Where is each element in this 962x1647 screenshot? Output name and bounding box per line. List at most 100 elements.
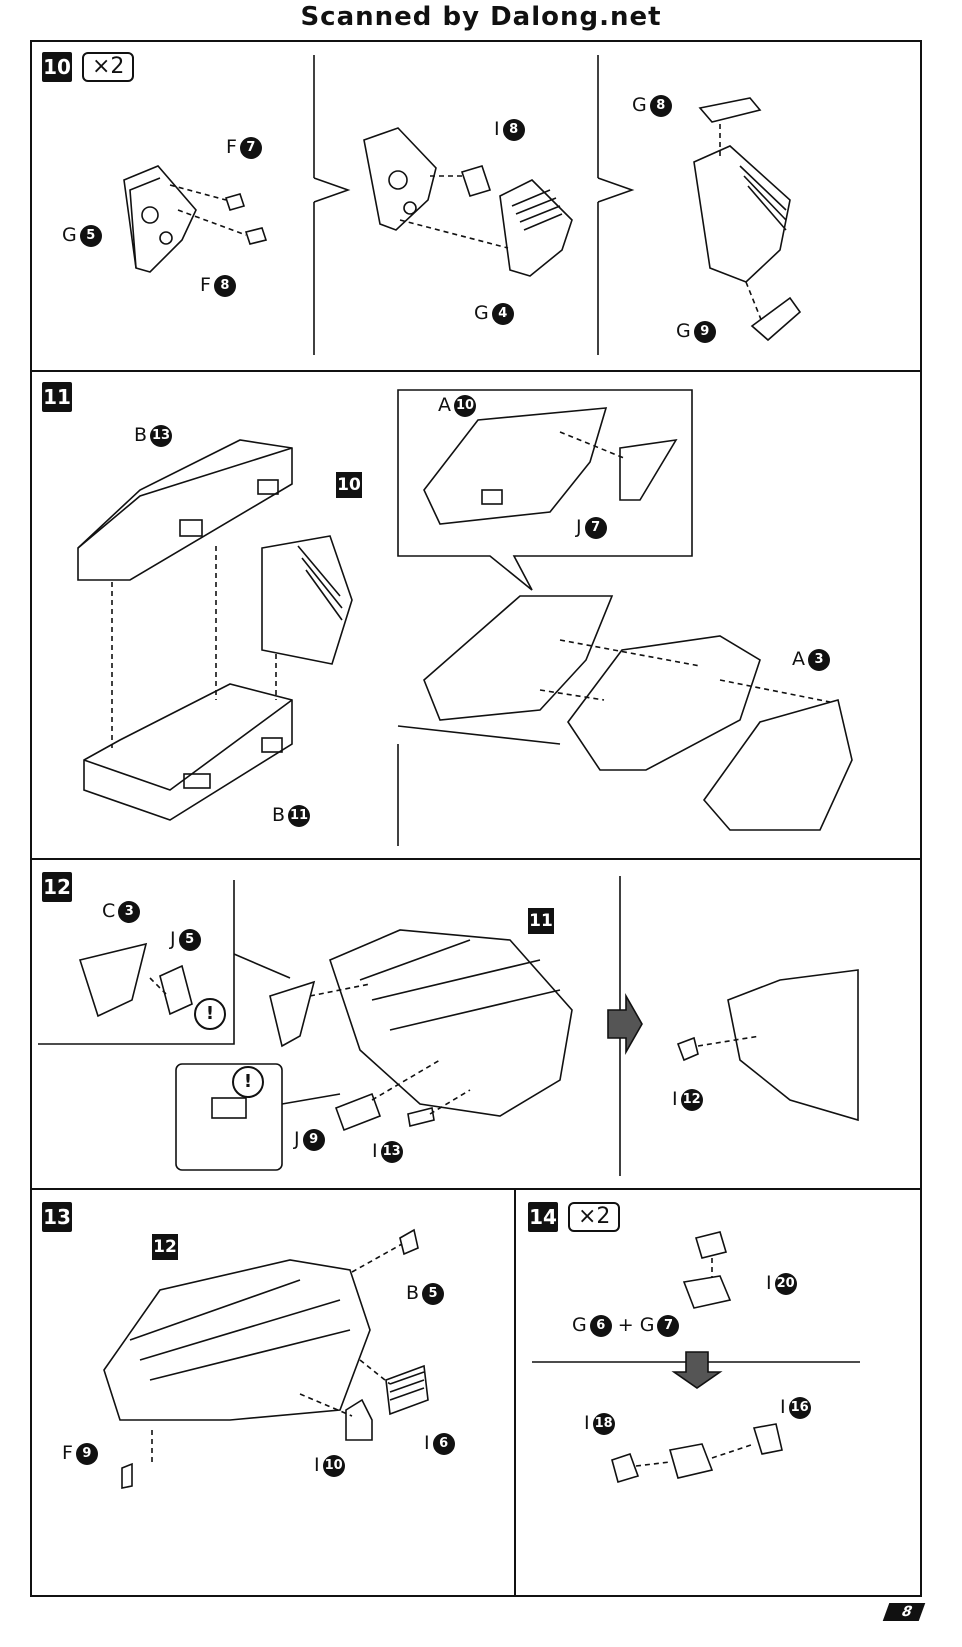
label-letter: G [62, 224, 77, 246]
label-letter: A [792, 648, 805, 670]
divider-step13-14 [514, 1188, 516, 1597]
part-number-badge: 6 [432, 1432, 455, 1455]
warning-icon: ! [232, 1066, 264, 1098]
label-letter: I [372, 1140, 378, 1162]
part-number-badge: 8 [213, 274, 236, 297]
part-number-badge: 16 [788, 1396, 811, 1419]
step-14-multiplier: ×2 [568, 1202, 621, 1232]
label-letter: I [780, 1396, 786, 1418]
subassembly-ref-10: 10 [336, 472, 362, 498]
part-a3-art [702, 699, 853, 831]
part-a10-art [423, 407, 608, 525]
label-letter: G [572, 1314, 587, 1336]
label-letter: B [406, 1282, 420, 1304]
label-letter: G [632, 94, 647, 116]
label-letter: C [102, 900, 116, 922]
label-letter: I [766, 1272, 772, 1294]
label-letter: G [676, 320, 691, 342]
label-letter: I [424, 1432, 430, 1454]
part-number-badge: 6 [589, 1314, 612, 1337]
part-assembly-12-art [103, 1259, 371, 1421]
label-letter: G [639, 1314, 655, 1336]
plus-sign: + [617, 1314, 634, 1336]
scanner-credit-header: Scanned by Dalong.net [300, 2, 662, 32]
label-letter: A [438, 394, 451, 416]
part-number-badge: 11 [288, 804, 311, 827]
step-11-number: 11 [42, 382, 72, 412]
label-letter: I [584, 1412, 590, 1434]
part-number-badge: 5 [178, 928, 201, 951]
step-10-number: 10 [42, 52, 72, 82]
part-number-badge: 7 [584, 516, 607, 539]
part-number-badge: 9 [693, 320, 716, 343]
part-number-badge: 13 [380, 1140, 403, 1163]
step-14-number: 14 [528, 1202, 558, 1232]
divider-row-2 [30, 858, 922, 860]
label-letter: F [200, 274, 211, 296]
part-number-badge: 18 [592, 1412, 615, 1435]
part-number-badge: 3 [118, 900, 141, 923]
label-letter: I [314, 1454, 320, 1476]
warning-icon: ! [194, 998, 226, 1030]
part-number-badge: 12 [680, 1088, 703, 1111]
page-number: 8 [882, 1603, 926, 1621]
label-letter: I [494, 118, 500, 140]
part-b13-art [77, 439, 293, 581]
label-letter: G [474, 302, 489, 324]
part-number-badge: 7 [657, 1314, 680, 1337]
label-letter: F [62, 1442, 73, 1464]
divider-row-3 [30, 1188, 922, 1190]
label-letter: B [272, 804, 286, 826]
divider-row-1 [30, 370, 922, 372]
part-number-badge: 4 [491, 302, 514, 325]
label-letter: J [576, 516, 582, 538]
step-13-number: 13 [42, 1202, 72, 1232]
part-number-badge: 5 [422, 1282, 445, 1305]
part-number-badge: 20 [774, 1272, 797, 1295]
subassembly-ref-12: 12 [152, 1234, 178, 1260]
part-number-badge: 13 [150, 424, 173, 447]
label-letter: J [294, 1128, 300, 1150]
label-letter: B [134, 424, 148, 446]
part-number-badge: 8 [502, 118, 525, 141]
part-b11-art [83, 683, 293, 821]
step-10-multiplier: ×2 [82, 52, 135, 82]
part-number-badge: 8 [649, 94, 672, 117]
part-number-badge: 7 [239, 136, 262, 159]
part-assembly-11-art [329, 929, 573, 1117]
part-number-badge: 10 [322, 1454, 345, 1477]
part-number-badge: 9 [302, 1128, 325, 1151]
step-12-number: 12 [42, 872, 72, 902]
instruction-frame [30, 40, 922, 1597]
label-letter: F [226, 136, 237, 158]
label-letter: J [170, 928, 176, 950]
part-number-badge: 10 [454, 394, 476, 417]
label-letter: I [672, 1088, 678, 1110]
part-number-badge: 5 [79, 224, 102, 247]
